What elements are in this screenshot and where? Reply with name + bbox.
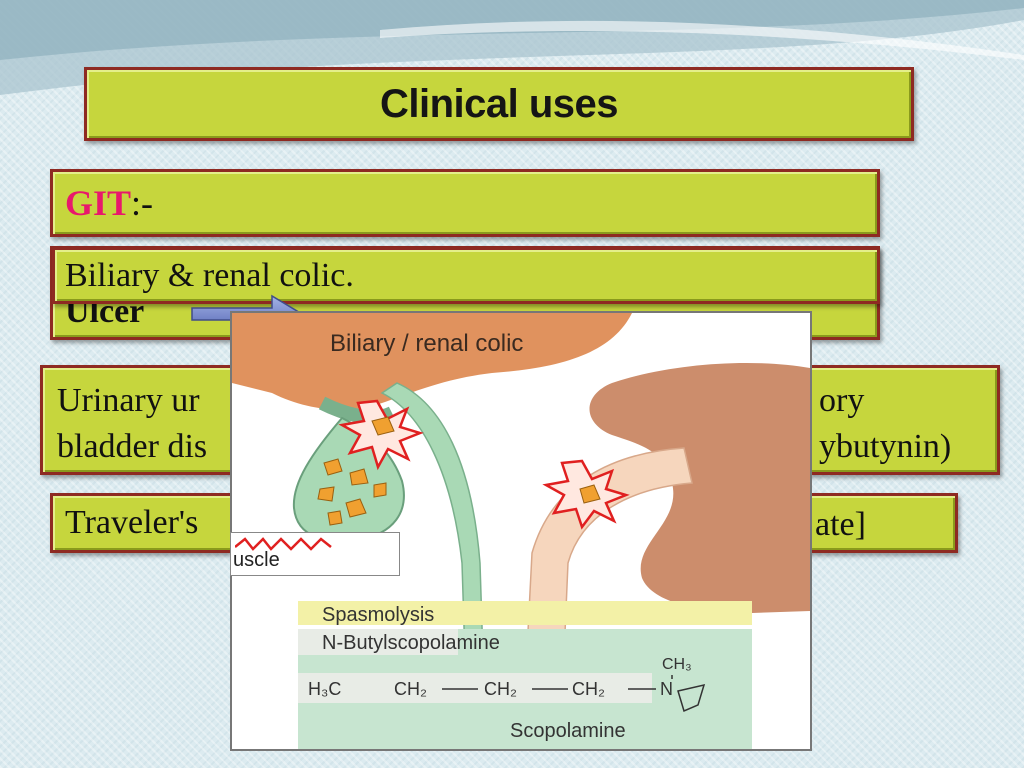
title-box: Clinical uses [84, 67, 914, 141]
gallstone [317, 486, 335, 502]
colic-figure: Biliary / renal colic Spasmolysis N-Buty… [230, 311, 812, 751]
header-swoosh-decoration [0, 0, 1024, 95]
gallstone [323, 458, 343, 476]
ureter [521, 447, 693, 749]
formula-ch2-a: CH₂ [394, 679, 427, 699]
spasmolysis-label: Spasmolysis [322, 604, 434, 626]
liver-shape [232, 313, 632, 410]
muscle-inset: uscle [230, 532, 400, 576]
page-title: Clinical uses [379, 81, 619, 126]
muscle-label: uscle [233, 549, 280, 571]
gallstone [345, 498, 367, 518]
urinary-right-line1: ory [819, 382, 865, 419]
bile-duct [380, 382, 487, 749]
formula-h3c: H₃C [308, 679, 341, 699]
colic-box: Biliary & renal colic. [52, 247, 880, 304]
kidney [589, 363, 810, 613]
git-suffix: :- [131, 183, 154, 223]
urinary-left-line1: Urinary ur [57, 382, 200, 419]
travel-right-text: ate] [815, 506, 866, 543]
scopolamine-label: Scopolamine [510, 720, 626, 742]
colic-text: Biliary & renal colic. [65, 256, 354, 294]
formula-ch2-c: CH₂ [572, 679, 605, 699]
formula-ch2-b: CH₂ [484, 679, 517, 699]
formula-n: N [660, 679, 673, 699]
gallstone [349, 468, 369, 486]
gallstone [327, 510, 343, 526]
travel-left-text: Traveler's [65, 504, 199, 541]
git-box: GIT:- [50, 169, 880, 237]
urinary-left-line2: bladder dis [57, 428, 208, 465]
gallstone [373, 482, 387, 498]
zigzag-icon [235, 537, 332, 551]
formula-ch3: CH₃ [662, 656, 692, 673]
figure-heading: Biliary / renal colic [330, 330, 523, 357]
git-label: GIT [65, 183, 132, 223]
spasmolysis-band [298, 601, 752, 625]
colic-illustration: Biliary / renal colic Spasmolysis N-Buty… [232, 313, 810, 749]
butyl-label: N-Butylscopolamine [322, 632, 500, 654]
urinary-right-line2: ybutynin) [819, 428, 952, 465]
